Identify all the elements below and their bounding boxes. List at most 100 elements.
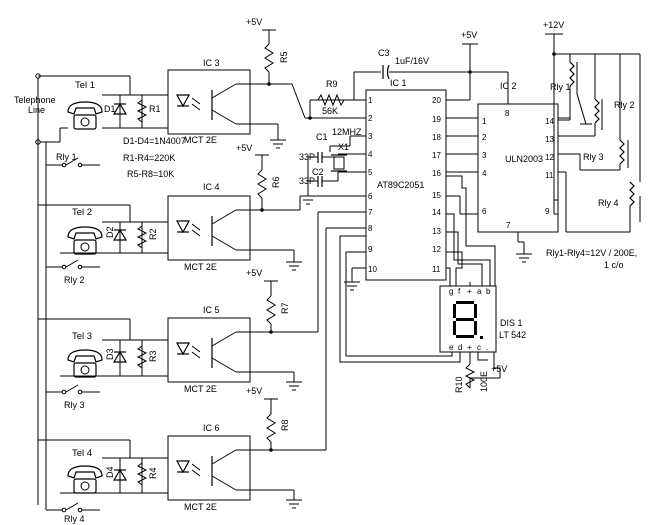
r7-label: R7 [280,302,290,314]
r10-value: 100E [479,371,489,392]
ic4-optocoupler: IC 4 MCT 2E [167,182,251,272]
dis-pin-a: a [477,287,482,296]
ic2-pin-8: 8 [505,109,510,118]
note-diodes: D1-D4=1N4007 [123,136,186,146]
diode-d4: D4 [105,458,128,493]
r9-value: 56K [322,106,338,116]
ic1-pin-15: 15 [432,191,441,200]
ic1-label: IC 1 [390,78,407,88]
ic1-pin-12: 12 [432,245,441,254]
ic6-optocoupler: IC 6 MCT 2E [167,423,251,512]
ground-2-icon [286,261,302,271]
ground-ic1-icon [344,281,360,291]
resistor-r10: R10 100E [454,358,489,393]
r5-label: R5 [279,51,289,63]
diode-d3: D3 [105,340,128,376]
resistor-r3: R3 [136,340,158,376]
capacitor-c3: C3 1uF/16V [378,48,429,80]
ic6-label: IC 6 [203,423,220,433]
c3-value: 1uF/16V [395,56,429,66]
ic5-optocoupler: IC 5 MCT 2E [167,305,251,394]
ic1-microcontroller: IC 1 AT89C2051 1 2 3 4 5 6 7 8 9 10 20 1… [365,78,447,281]
ic1-pin-7: 7 [368,208,373,217]
capacitor-c1: C1 33P [299,132,338,163]
dis-pin-plus-top: + [467,287,472,296]
dis-pin-dp: . [486,343,488,352]
vcc-12v-label: +12V [543,20,564,30]
resistor-r2: R2 [136,222,158,253]
ic1-pin-19: 19 [432,115,441,124]
ic1-pin-5: 5 [368,168,373,177]
ic2-pin-9: 9 [545,207,550,216]
ground-4-icon [286,499,302,509]
tel-3-label: Tel 3 [72,331,92,342]
diode-d1: D1 [104,95,128,128]
ic1-pin-17: 17 [432,151,441,160]
digit-segments [453,301,483,339]
seven-segment-display: g f + a b e d + c . [439,285,497,353]
r8-label: R8 [280,419,290,431]
c3-label: C3 [378,48,390,58]
ic3-label: IC 3 [203,58,220,68]
ic1-pin-13: 13 [432,227,441,236]
rly-4-contact-label: Rly 4 [64,514,85,524]
relay-spec-2: 1 c/o [604,260,624,270]
r6-label: R6 [271,176,281,188]
telephone-line-label: Telephone [14,95,56,105]
ic2-pin-1: 1 [482,117,487,126]
telephone-line-label-2: Line [28,105,45,115]
d4-label: D4 [105,466,115,478]
ic3-optocoupler: IC 3 MCT 2E [167,58,251,145]
rly-3-contact-label: Rly 3 [64,400,85,410]
tel-1-label: Tel 1 [75,80,95,91]
channel-1: Tel 1 D1 R1 Rly 1 [46,76,168,168]
telephone-2-icon [67,226,103,255]
rly-2-contact-label: Rly 2 [64,275,85,285]
ic2-driver: IC 2 ULN2003 8 7 1 2 3 4 6 14 13 12 11 9 [477,81,559,233]
ic2-pin-2: 2 [482,133,487,142]
c1-label: C1 [316,132,328,142]
relay-3: Rly 3 [583,54,629,170]
capacitor-c2: C2 33P [299,167,339,187]
ic1-pin-1: 1 [368,96,373,105]
ic5-label: IC 5 [203,305,220,315]
vcc-label-ic1: +5V [461,30,477,40]
dis-pin-e: e [449,343,454,352]
ic1-pin-18: 18 [432,133,441,142]
channel-4: Tel 4 D4 R4 Rly 4 [38,439,168,524]
channel-2: Tel 2 D2 R2 Rly 2 [38,204,168,285]
x1-label: X1 [338,142,349,152]
relay-1: Rly 1 [550,54,592,125]
r1-label: R1 [149,104,161,114]
ic2-pin-13: 13 [545,135,554,144]
d1-label: D1 [104,104,116,114]
ic3-part-label: MCT 2E [184,135,217,145]
r10-label: R10 [454,376,464,393]
ic2-part-label: ULN2003 [505,154,543,164]
resistor-r1: R1 [136,95,161,128]
ic6-part-label: MCT 2E [184,502,217,512]
telephone-4-icon [67,465,103,494]
ic1-pin-10: 10 [368,265,377,274]
ic2-pin-14: 14 [545,117,554,126]
telephone-1-icon [67,101,103,130]
ic4-label: IC 4 [203,182,220,192]
ic2-label: IC 2 [500,81,517,91]
relay-4: Rly 4 [598,54,641,232]
c1-value: 33P [299,152,315,162]
ic1-pin-4: 4 [368,150,373,159]
dis1-part-label: LT 542 [499,330,526,340]
dis1-label: DIS 1 [500,318,523,328]
ic2-pin-4: 4 [482,169,487,178]
diode-d2: D2 [105,222,128,253]
d3-label: D3 [105,348,115,360]
dis-pin-g: g [449,287,453,296]
ic1-pin-16: 16 [432,169,441,178]
ic1-pin-20: 20 [432,96,441,105]
vcc-label-3: +5V [246,268,262,278]
vcc-label-2: +5V [236,143,252,153]
ic1-pin-2: 2 [368,114,373,123]
ic1-pin-11: 11 [432,265,441,274]
